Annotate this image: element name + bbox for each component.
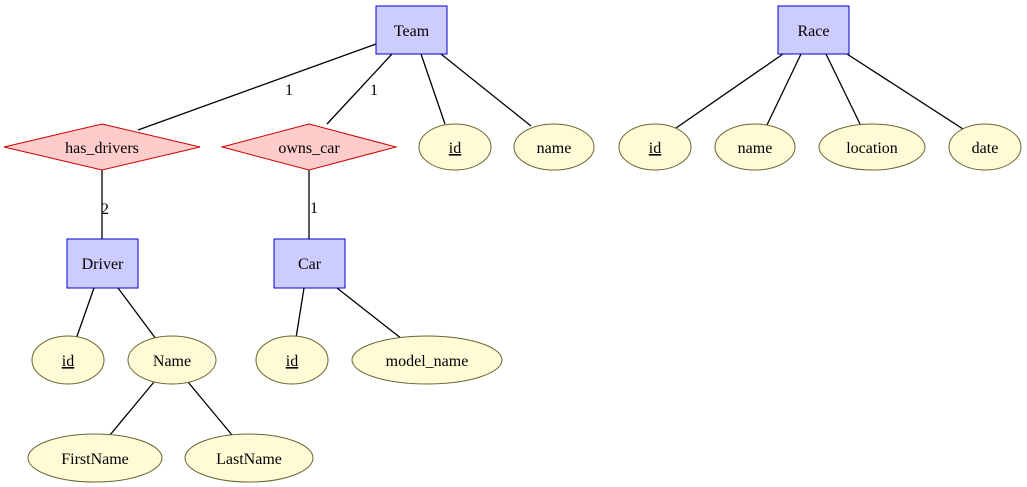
edge-team-id [420,53,446,125]
attribute-driver-name: Name [127,335,217,385]
attribute-car-id: id [255,335,329,385]
edge-name-lastname [187,381,233,436]
attribute-race-name-label: name [738,140,773,157]
entity-team: Team [375,5,448,55]
entity-race-label: Race [798,23,830,40]
cardinality-team-has-drivers: 1 [285,82,293,99]
attribute-driver-firstname-label: FirstName [61,451,129,468]
edge-car-model-name [336,287,403,340]
relationship-owns-car: owns_car [220,123,398,171]
attribute-driver-lastname-label: LastName [216,451,282,468]
cardinality-owns-car-car: 1 [310,200,318,217]
attribute-driver-id: id [31,335,105,385]
attribute-driver-lastname: LastName [184,433,314,483]
attribute-race-location: location [818,123,926,171]
cardinality-team-owns-car: 1 [370,82,378,99]
cardinalities: 1 1 2 1 [101,82,378,218]
edge-driver-name [117,287,157,340]
edge-driver-id [75,287,95,340]
edge-race-location [825,53,861,125]
attribute-team-id: id [418,123,492,171]
edge-race-name [766,53,802,126]
attribute-team-name: name [513,123,595,171]
attribute-race-date-label: date [972,140,999,157]
entity-car: Car [273,238,346,289]
entity-driver: Driver [66,238,139,289]
attribute-race-location-label: location [846,140,898,157]
edge-team-owns-car [326,53,393,125]
edge-race-date [846,53,964,130]
relationship-has-drivers: has_drivers [3,123,201,171]
attribute-car-model-name: model_name [351,335,503,385]
attribute-car-model-name-label: model_name [386,353,469,370]
edge-car-id [295,287,305,339]
attribute-team-name-label: name [537,140,572,157]
attribute-race-id-label: id [649,140,661,157]
attribute-race-id: id [618,123,692,171]
attribute-race-name: name [714,123,796,171]
attribute-race-date: date [948,123,1022,171]
attribute-team-id-label: id [449,140,461,157]
attribute-driver-firstname: FirstName [27,433,163,483]
relationship-owns-car-label: owns_car [278,140,340,157]
entity-car-label: Car [298,256,322,273]
edge-race-id [675,53,784,129]
edge-team-name [440,53,532,127]
edge-name-firstname [109,381,155,436]
attribute-driver-name-label: Name [153,353,191,370]
edges [75,43,964,436]
attribute-driver-id-label: id [62,353,74,370]
entity-team-label: Team [394,23,430,40]
entity-race: Race [777,5,850,55]
attribute-car-id-label: id [286,353,298,370]
edge-team-has-drivers [137,43,377,131]
cardinality-has-drivers-driver: 2 [101,201,109,218]
entity-driver-label: Driver [82,256,124,273]
relationship-has-drivers-label: has_drivers [65,140,139,157]
